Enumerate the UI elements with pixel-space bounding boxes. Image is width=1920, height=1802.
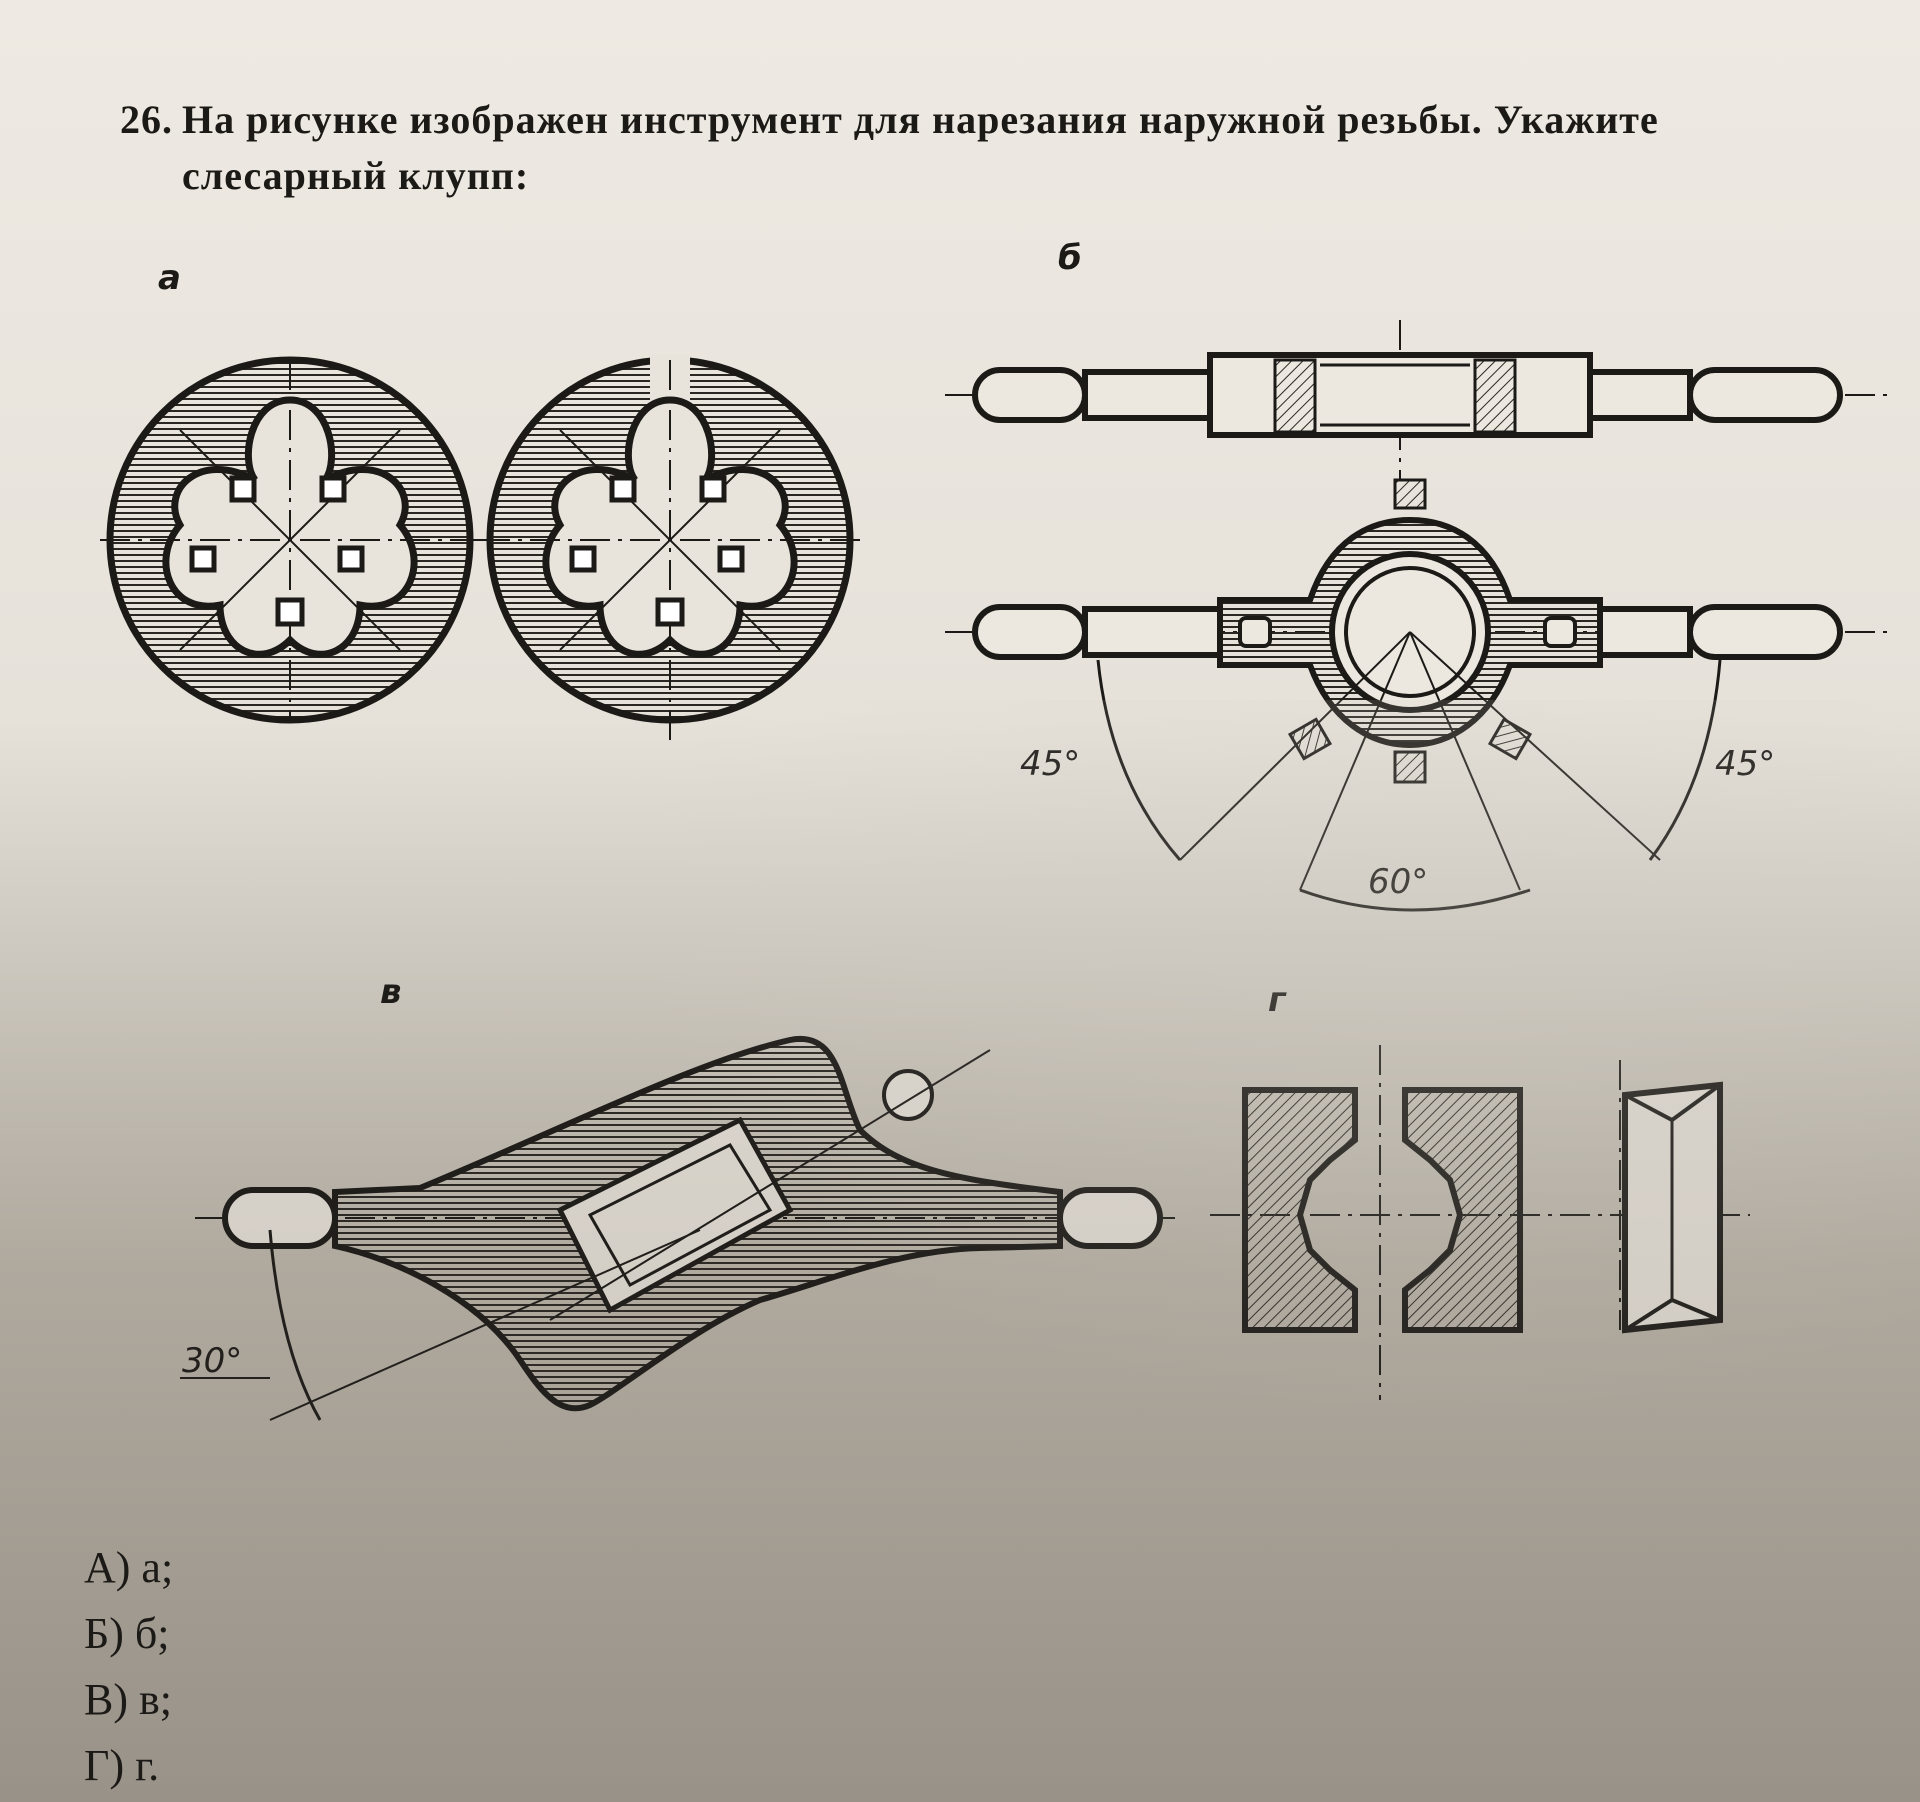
- angle-label-60: 60°: [1368, 862, 1428, 902]
- figure-v-die-stock: 30°: [180, 1035, 1180, 1421]
- answer-v[interactable]: В) в;: [84, 1675, 172, 1724]
- question-line-1: На рисунке изображен инструмент для наре…: [182, 97, 1659, 142]
- answer-options: А) а; Б) б; В) в; Г) г.: [84, 1535, 173, 1799]
- angle-label-45-left: 45°: [1020, 744, 1080, 784]
- question-line-2: слесарный клупп:: [182, 153, 530, 198]
- angle-label-45-right: 45°: [1715, 744, 1775, 784]
- angle-label-30: 30°: [182, 1341, 242, 1381]
- figure-label-v: в: [380, 972, 402, 1012]
- figure-label-a: а: [158, 258, 181, 298]
- answer-b[interactable]: Б) б;: [84, 1609, 170, 1658]
- answer-g[interactable]: Г) г.: [84, 1741, 160, 1790]
- figure-b-die-stock: 45° 45° 60°: [945, 320, 1890, 912]
- question-text: 26.На рисунке изображен инструмент для н…: [120, 92, 1840, 204]
- answer-a[interactable]: А) а;: [84, 1543, 174, 1592]
- figure-label-g: г: [1268, 980, 1286, 1020]
- question-number: 26.: [120, 97, 173, 142]
- figure-label-b: б: [1058, 238, 1082, 278]
- round-die-left: [100, 356, 480, 724]
- figure-g-split-die: [1210, 1045, 1750, 1400]
- figure-a-dies: [100, 355, 860, 740]
- round-die-right: [480, 355, 860, 740]
